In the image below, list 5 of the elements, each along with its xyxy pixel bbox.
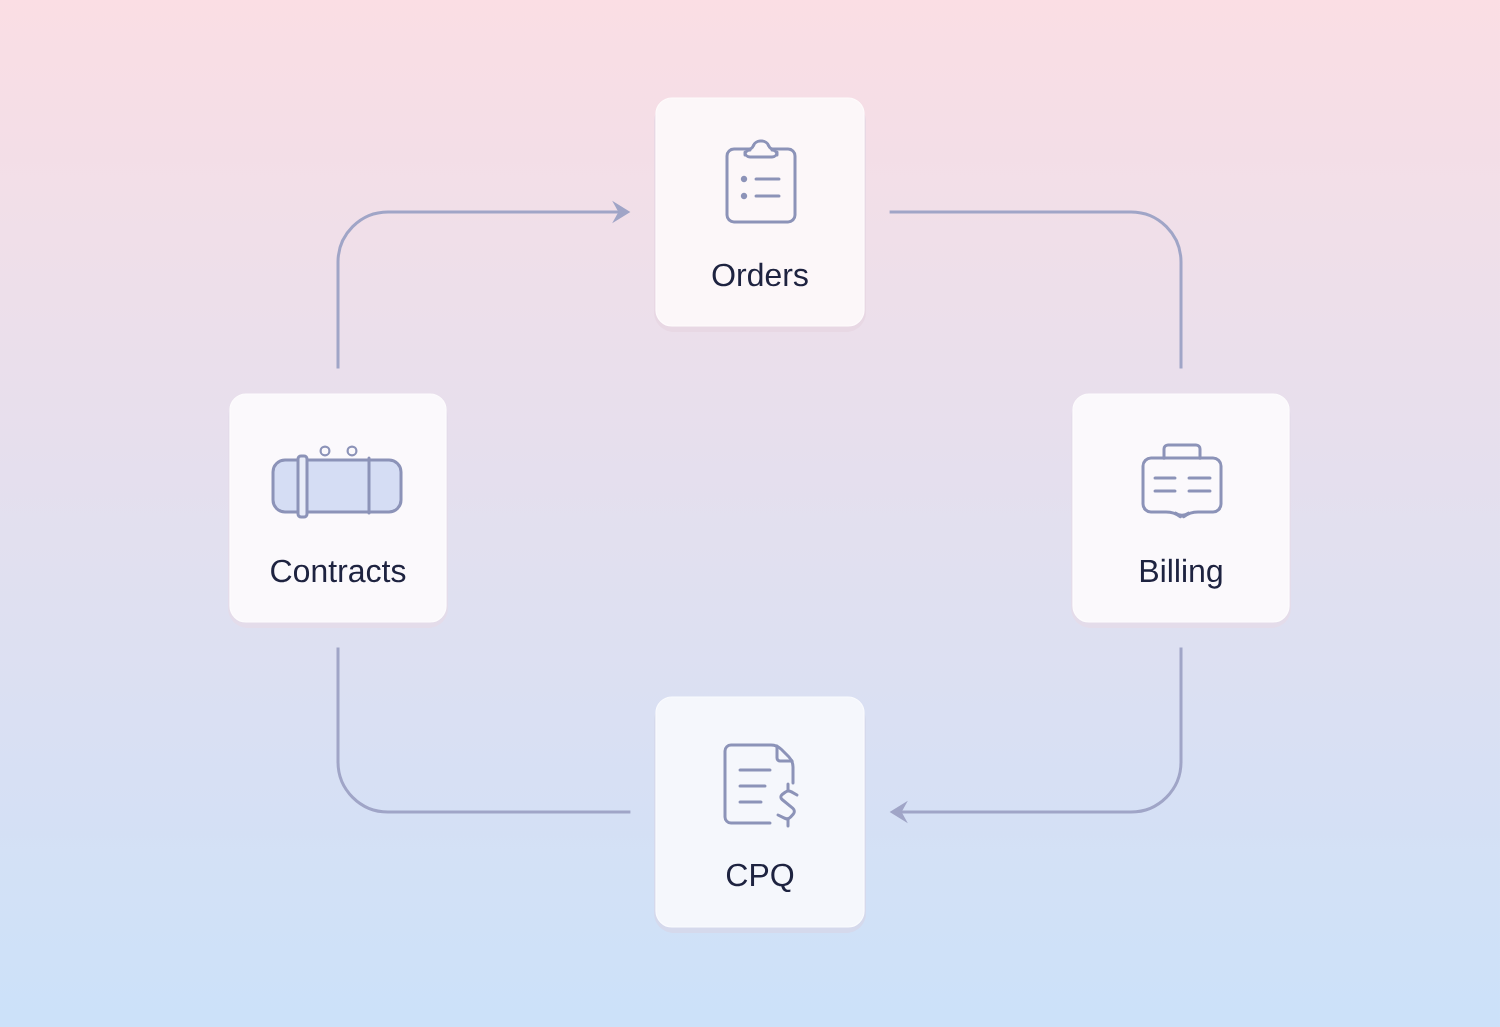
- connector-line: [889, 210, 1183, 369]
- module-card: Billing: [1071, 393, 1291, 628]
- module-card: CPQ: [654, 696, 866, 933]
- connector-line: [336, 647, 631, 814]
- module-card: Orders: [654, 97, 866, 332]
